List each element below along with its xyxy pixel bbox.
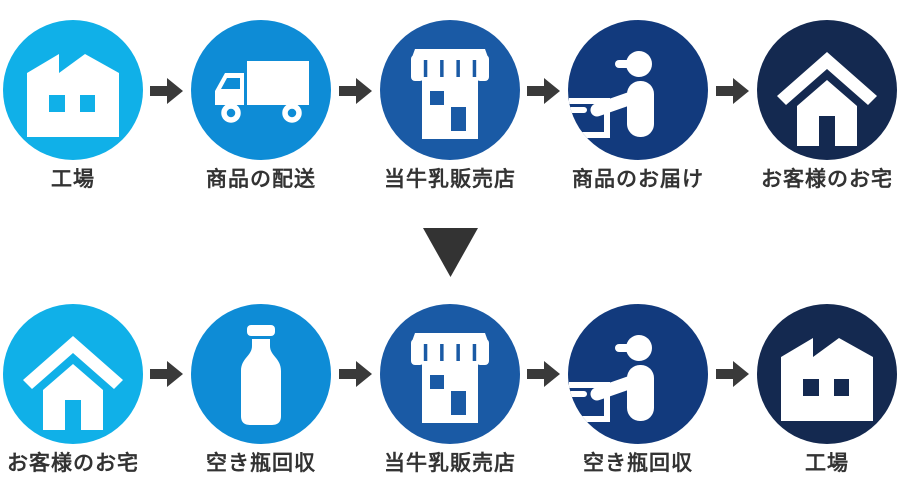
factory-icon xyxy=(23,51,123,137)
step-circle xyxy=(568,20,708,160)
step-label: お客様のお宅 xyxy=(761,168,893,191)
step-circle xyxy=(191,304,331,444)
right-arrow-icon xyxy=(150,361,183,387)
step-circle xyxy=(568,304,708,444)
step-circle xyxy=(380,20,520,160)
house-icon xyxy=(23,334,123,434)
step-circle xyxy=(757,20,897,160)
house-icon xyxy=(777,50,877,150)
step-label: 空き瓶回収 xyxy=(206,452,316,475)
right-arrow-icon xyxy=(339,78,372,104)
step-circle xyxy=(380,304,520,444)
step-label: 商品のお届け xyxy=(572,168,704,191)
step-circle xyxy=(757,304,897,444)
right-arrow-icon xyxy=(716,361,749,387)
right-arrow-icon xyxy=(527,78,560,104)
step-label: お客様のお宅 xyxy=(7,452,139,475)
delivery-person-icon xyxy=(569,332,681,426)
right-arrow-icon xyxy=(527,361,560,387)
step-label: 商品の配送 xyxy=(206,168,316,191)
step-label: 工場 xyxy=(805,452,849,475)
step-label: 当牛乳販売店 xyxy=(384,168,516,191)
truck-icon xyxy=(211,61,311,125)
right-arrow-icon xyxy=(716,78,749,104)
store-icon xyxy=(400,49,500,139)
step-label: 工場 xyxy=(51,168,95,191)
step-label: 当牛乳販売店 xyxy=(384,452,516,475)
delivery-person-icon xyxy=(569,48,681,142)
right-arrow-icon xyxy=(150,78,183,104)
step-circle xyxy=(3,20,143,160)
down-triangle-icon xyxy=(423,228,478,277)
step-label: 空き瓶回収 xyxy=(583,452,693,475)
factory-icon xyxy=(777,335,877,421)
step-circle xyxy=(191,20,331,160)
right-arrow-icon xyxy=(339,361,372,387)
step-circle xyxy=(3,304,143,444)
store-icon xyxy=(400,333,500,423)
milk-bottle-icon xyxy=(236,325,286,429)
